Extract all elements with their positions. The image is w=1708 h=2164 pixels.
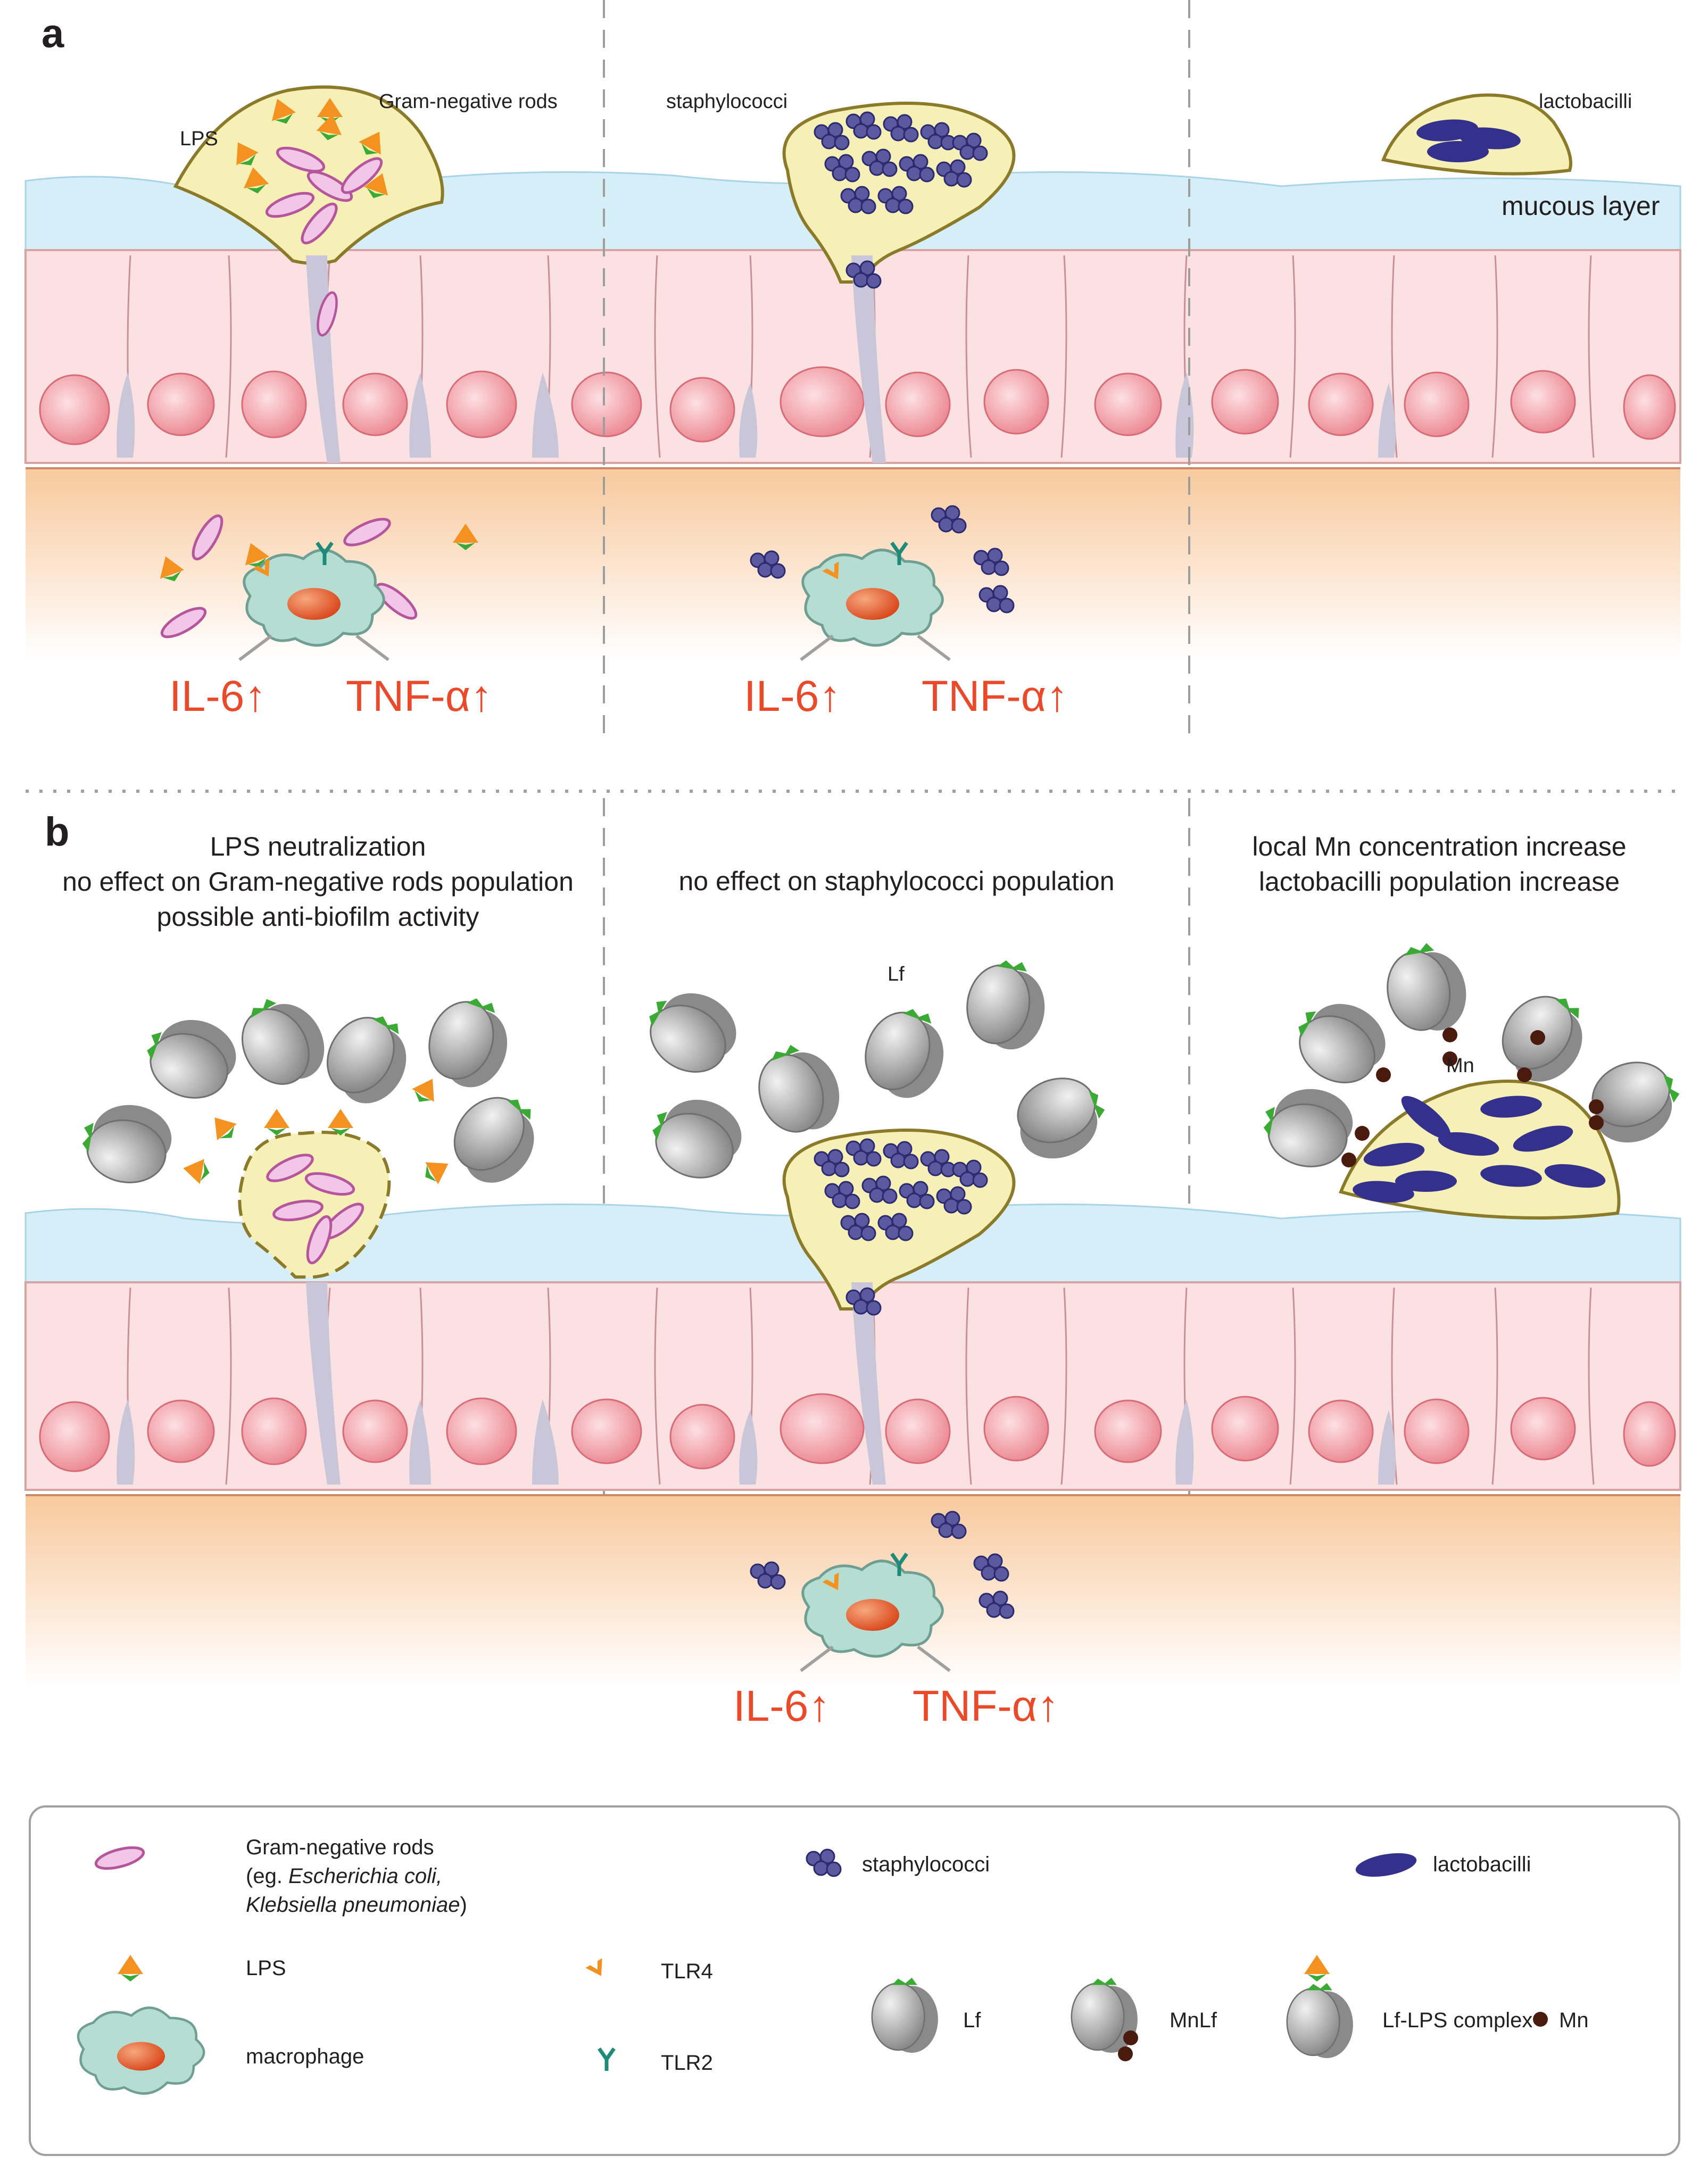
mn-legend-icon <box>1533 2012 1548 2027</box>
il6-label-a-left: IL-6↑ <box>169 672 267 720</box>
legend-box <box>29 1805 1680 2156</box>
lf-staphylococci-b <box>632 953 1116 1485</box>
right-caption-b: local Mn concentration increase lactobac… <box>1252 832 1627 897</box>
epithelium-b <box>24 1281 1681 1491</box>
legend-lf-label: Lf <box>963 2009 981 2032</box>
legend-lf-lps-label: Lf-LPS complex <box>1382 2009 1533 2032</box>
tnf-label-a-left: TNF-α↑ <box>346 672 493 720</box>
middle-caption-b: no effect on staphylococci population <box>678 866 1115 896</box>
panel-b <box>24 798 1691 1687</box>
legend-eg-suffix: ) <box>460 1893 467 1917</box>
legend-lacto-label: lactobacilli <box>1433 1853 1531 1876</box>
cell-nuclei-a <box>39 366 1676 445</box>
lamina-propria-left-a <box>153 512 478 661</box>
legend-gram-negative: Gram-negative rods (eg. Escherichia coli… <box>246 1833 467 1919</box>
cell-nuclei-b <box>39 1393 1676 1472</box>
legend-mn-label: Mn <box>1559 2009 1589 2032</box>
il6-label-a-middle: IL-6↑ <box>744 672 841 720</box>
legend-macrophage-label: macrophage <box>246 2045 364 2068</box>
goblet-cells-b <box>117 1399 1396 1485</box>
left-caption-b: LPS neutralization no effect on Gram-neg… <box>62 832 574 932</box>
lactobacilli-biofilm-a <box>1381 93 1572 176</box>
legend-lps-label: LPS <box>246 1956 286 1980</box>
legend-klebsiella: Klebsiella pneumoniae <box>246 1893 460 1917</box>
gram-negative-rods-label: Gram-negative rods <box>379 90 558 113</box>
panel-a-label: a <box>42 11 64 56</box>
lps-label: LPS <box>180 128 218 150</box>
epithelium-a <box>24 249 1681 464</box>
mucous-layer-label: mucous layer <box>1502 191 1660 221</box>
lamina-propria-middle-a <box>751 506 1014 661</box>
mn-label-b: Mn <box>1446 1055 1474 1077</box>
lf-lps-neutralization-b <box>75 983 555 1485</box>
lf-label-b: Lf <box>888 963 905 985</box>
tnf-label-a-middle: TNF-α↑ <box>922 672 1068 720</box>
legend-staph-label: staphylococci <box>862 1853 990 1876</box>
staphylococci-label: staphylococci <box>666 90 788 113</box>
lactobacilli-label: lactobacilli <box>1539 90 1632 113</box>
lamina-propria-middle-b <box>751 1512 1014 1672</box>
legend-tlr4-label: TLR4 <box>661 1960 713 1983</box>
panel-a <box>24 0 1681 742</box>
staphylococci-biofilm-a <box>782 102 1016 463</box>
legend-mnlf-label: MnLf <box>1170 2009 1217 2032</box>
legend-eg-prefix: (eg. <box>246 1864 289 1888</box>
legend <box>29 1805 1680 2156</box>
legend-gram-negative-title: Gram-negative rods <box>246 1836 434 1859</box>
panel-b-label: b <box>45 809 70 855</box>
legend-ecoli: Escherichia coli, <box>288 1864 443 1888</box>
goblet-cells-a <box>117 372 1396 458</box>
mnlf-lactobacilli-b <box>1256 936 1691 1220</box>
gram-negative-biofilm-a <box>173 85 444 463</box>
il6-label-b: IL-6↑ <box>733 1682 831 1730</box>
tnf-label-b: TNF-α↑ <box>913 1682 1059 1730</box>
macrophage-legend-icon <box>78 2008 204 2093</box>
legend-tlr2-label: TLR2 <box>661 2051 713 2075</box>
